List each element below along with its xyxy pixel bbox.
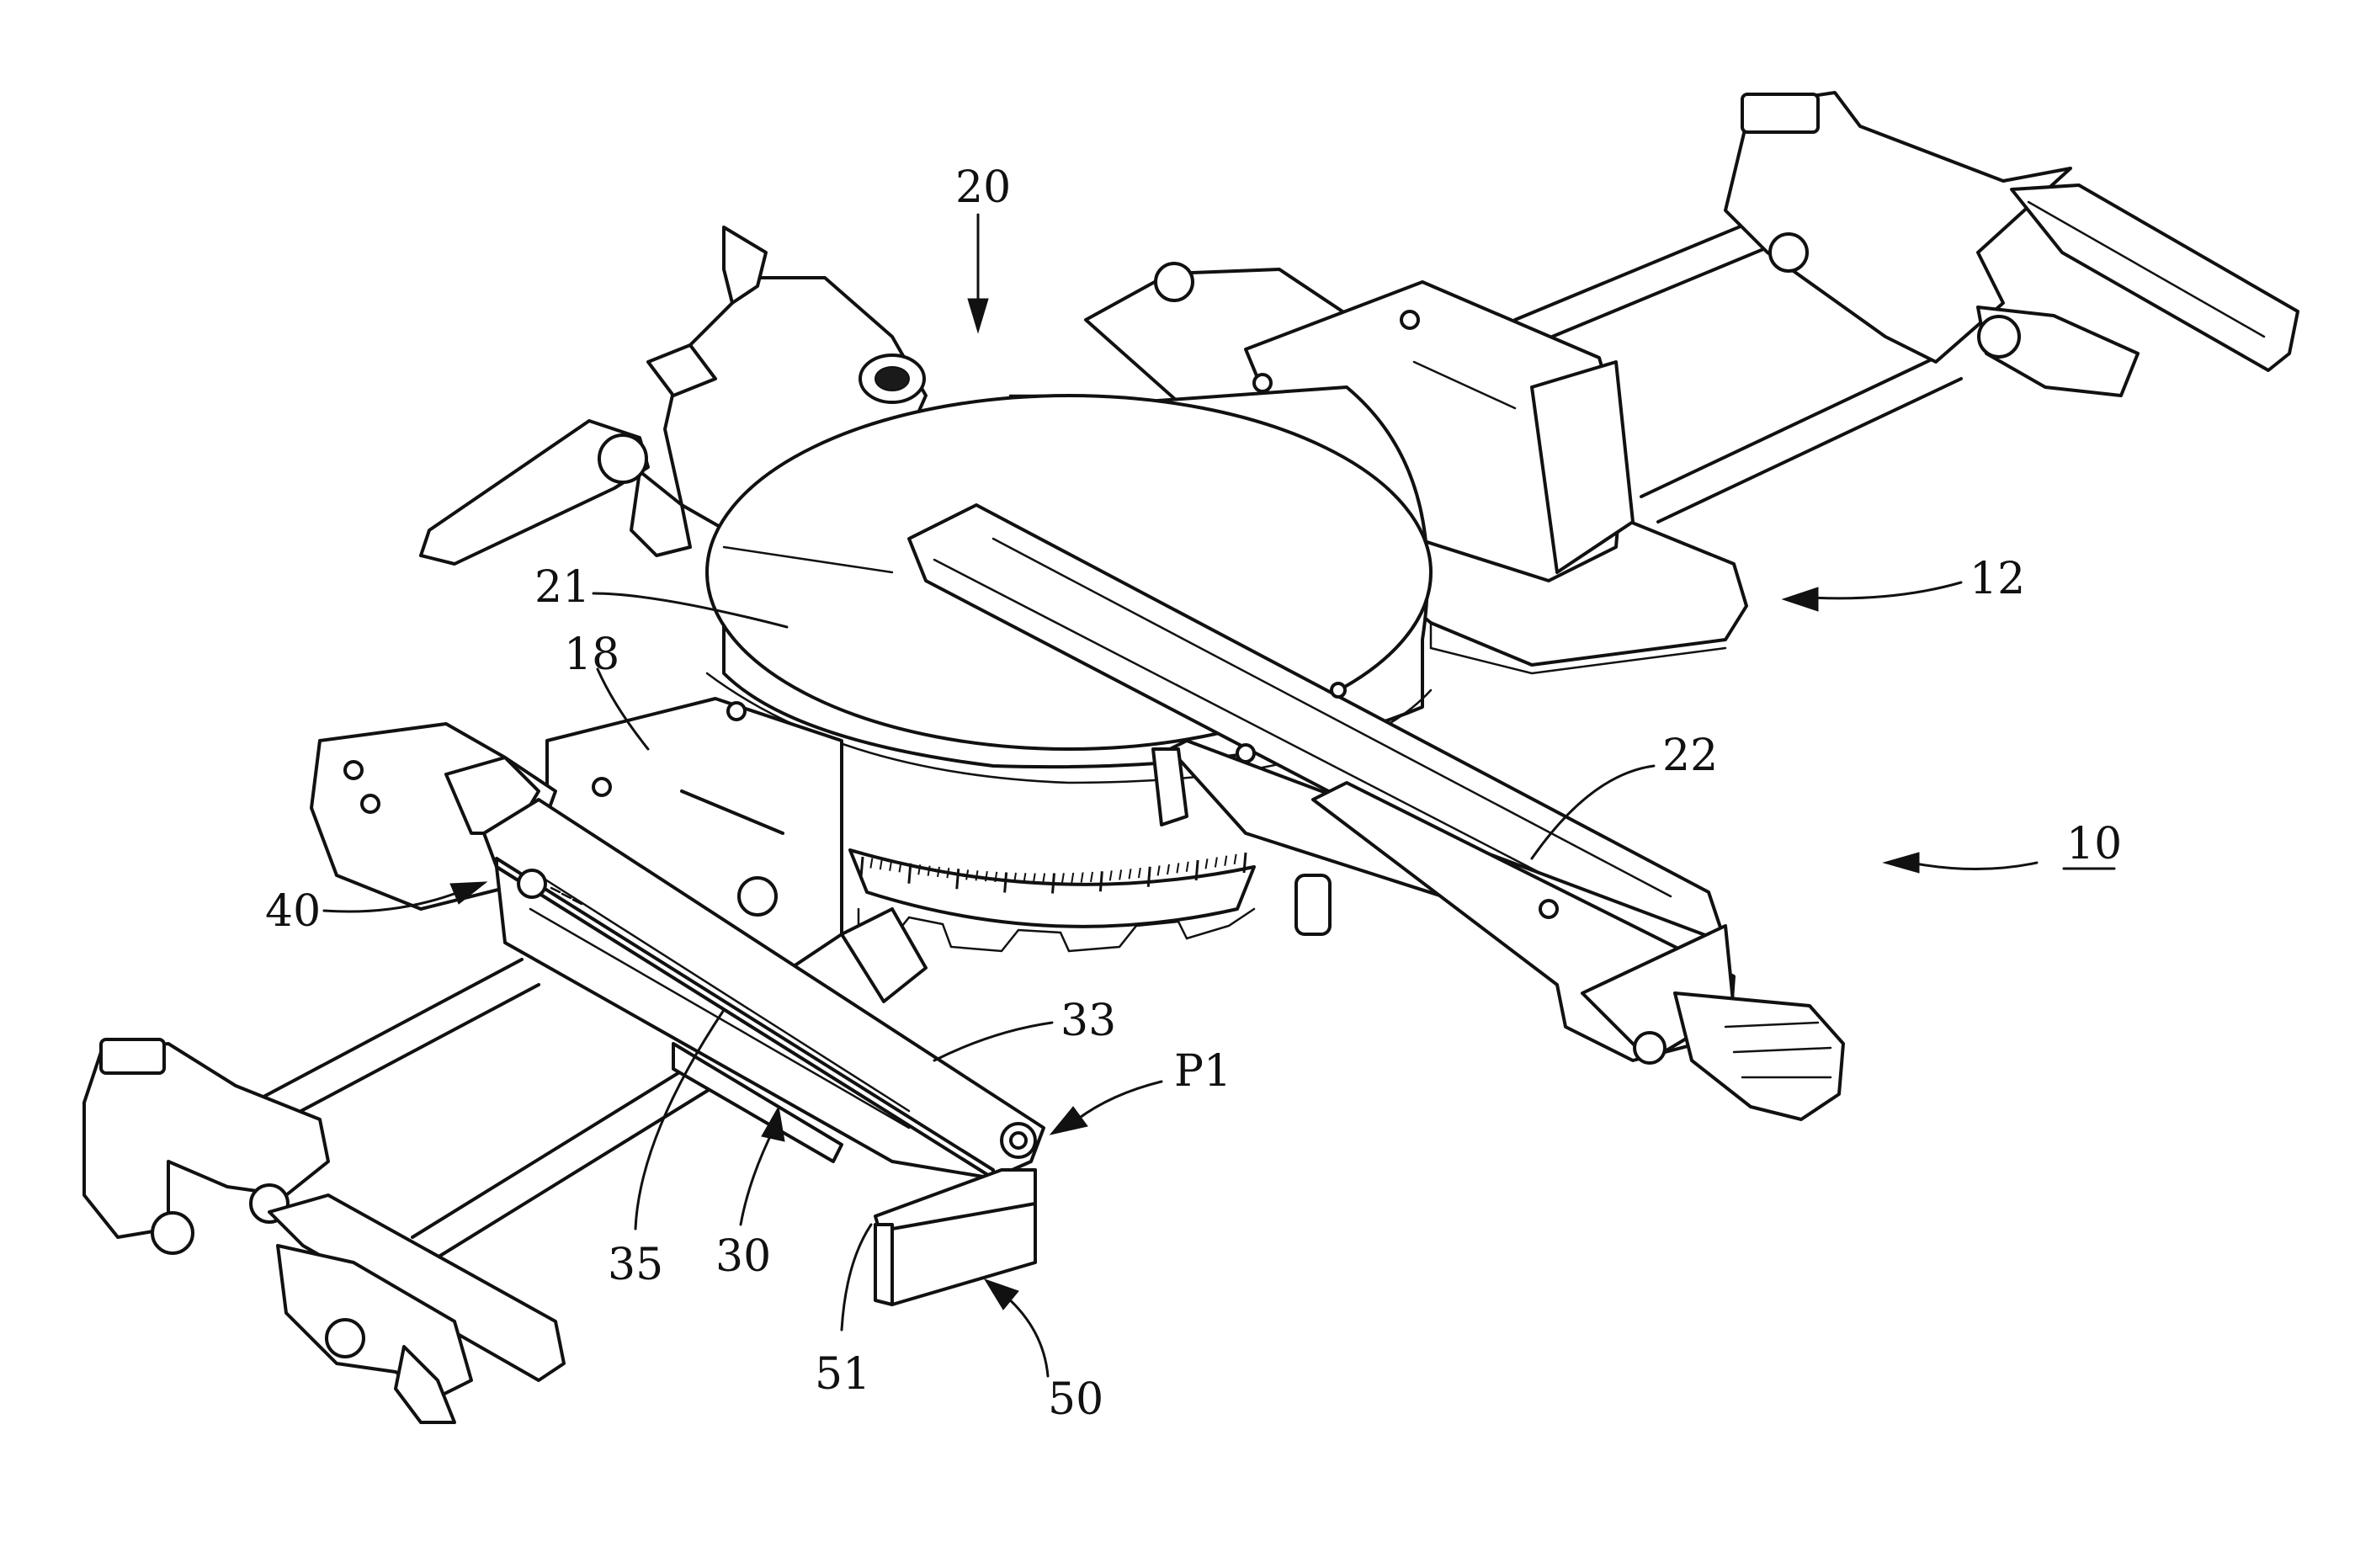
- miter-scale-tick: [1130, 869, 1131, 879]
- label-33: 33: [1061, 996, 1116, 1046]
- arrow-12: [1783, 587, 1818, 611]
- label-40: 40: [265, 886, 321, 937]
- label-18: 18: [564, 630, 619, 680]
- miter-scale: [850, 850, 1254, 951]
- arrow-10: [1884, 853, 1919, 873]
- miter-scale-tick: [1206, 858, 1208, 869]
- label-35: 35: [608, 1240, 663, 1290]
- label-12: 12: [1970, 554, 2025, 604]
- miter-scale-tick: [1091, 872, 1092, 882]
- arrow-20: [968, 299, 988, 332]
- miter-scale-tick: [1071, 873, 1073, 883]
- miter-scale-tick: [1119, 869, 1121, 880]
- miter-scale-tick: [1235, 854, 1236, 864]
- miter-scale-tick: [1187, 862, 1188, 872]
- miter-scale-tick: [861, 857, 863, 877]
- stop-plate: [875, 1170, 1035, 1305]
- miter-scale-tick: [1005, 872, 1007, 892]
- arrow-p1: [1050, 1107, 1087, 1135]
- label-20: 20: [955, 162, 1011, 213]
- label-51: 51: [815, 1349, 870, 1400]
- miter-scale-tick: [1215, 858, 1217, 868]
- label-p1: P1: [1174, 1046, 1231, 1097]
- miter-scale-tick: [909, 864, 911, 884]
- miter-scale-tick: [1244, 853, 1246, 873]
- miter-scale-tick: [1082, 873, 1083, 883]
- miter-scale-tick: [1139, 868, 1140, 878]
- label-22: 22: [1662, 731, 1718, 781]
- miter-scale-tick: [957, 869, 959, 889]
- label-30: 30: [715, 1231, 771, 1282]
- miter-scale-tick: [1053, 874, 1055, 894]
- label-21: 21: [534, 562, 590, 613]
- miter-scale-tick: [1110, 870, 1112, 880]
- miter-scale-tick: [1225, 856, 1226, 866]
- label-50: 50: [1048, 1374, 1103, 1425]
- miter-scale-tick: [1100, 871, 1102, 891]
- label-10: 10: [2066, 819, 2122, 869]
- miter-scale-tick: [1167, 864, 1169, 874]
- miter-scale-tick: [1062, 873, 1064, 883]
- miter-scale-tick: [1158, 865, 1160, 875]
- miter-scale-tick: [1177, 863, 1178, 873]
- rear-right-workpiece-support: [1725, 93, 2298, 396]
- miter-scale-tick: [1148, 867, 1150, 887]
- miter-scale-tick: [1196, 860, 1198, 880]
